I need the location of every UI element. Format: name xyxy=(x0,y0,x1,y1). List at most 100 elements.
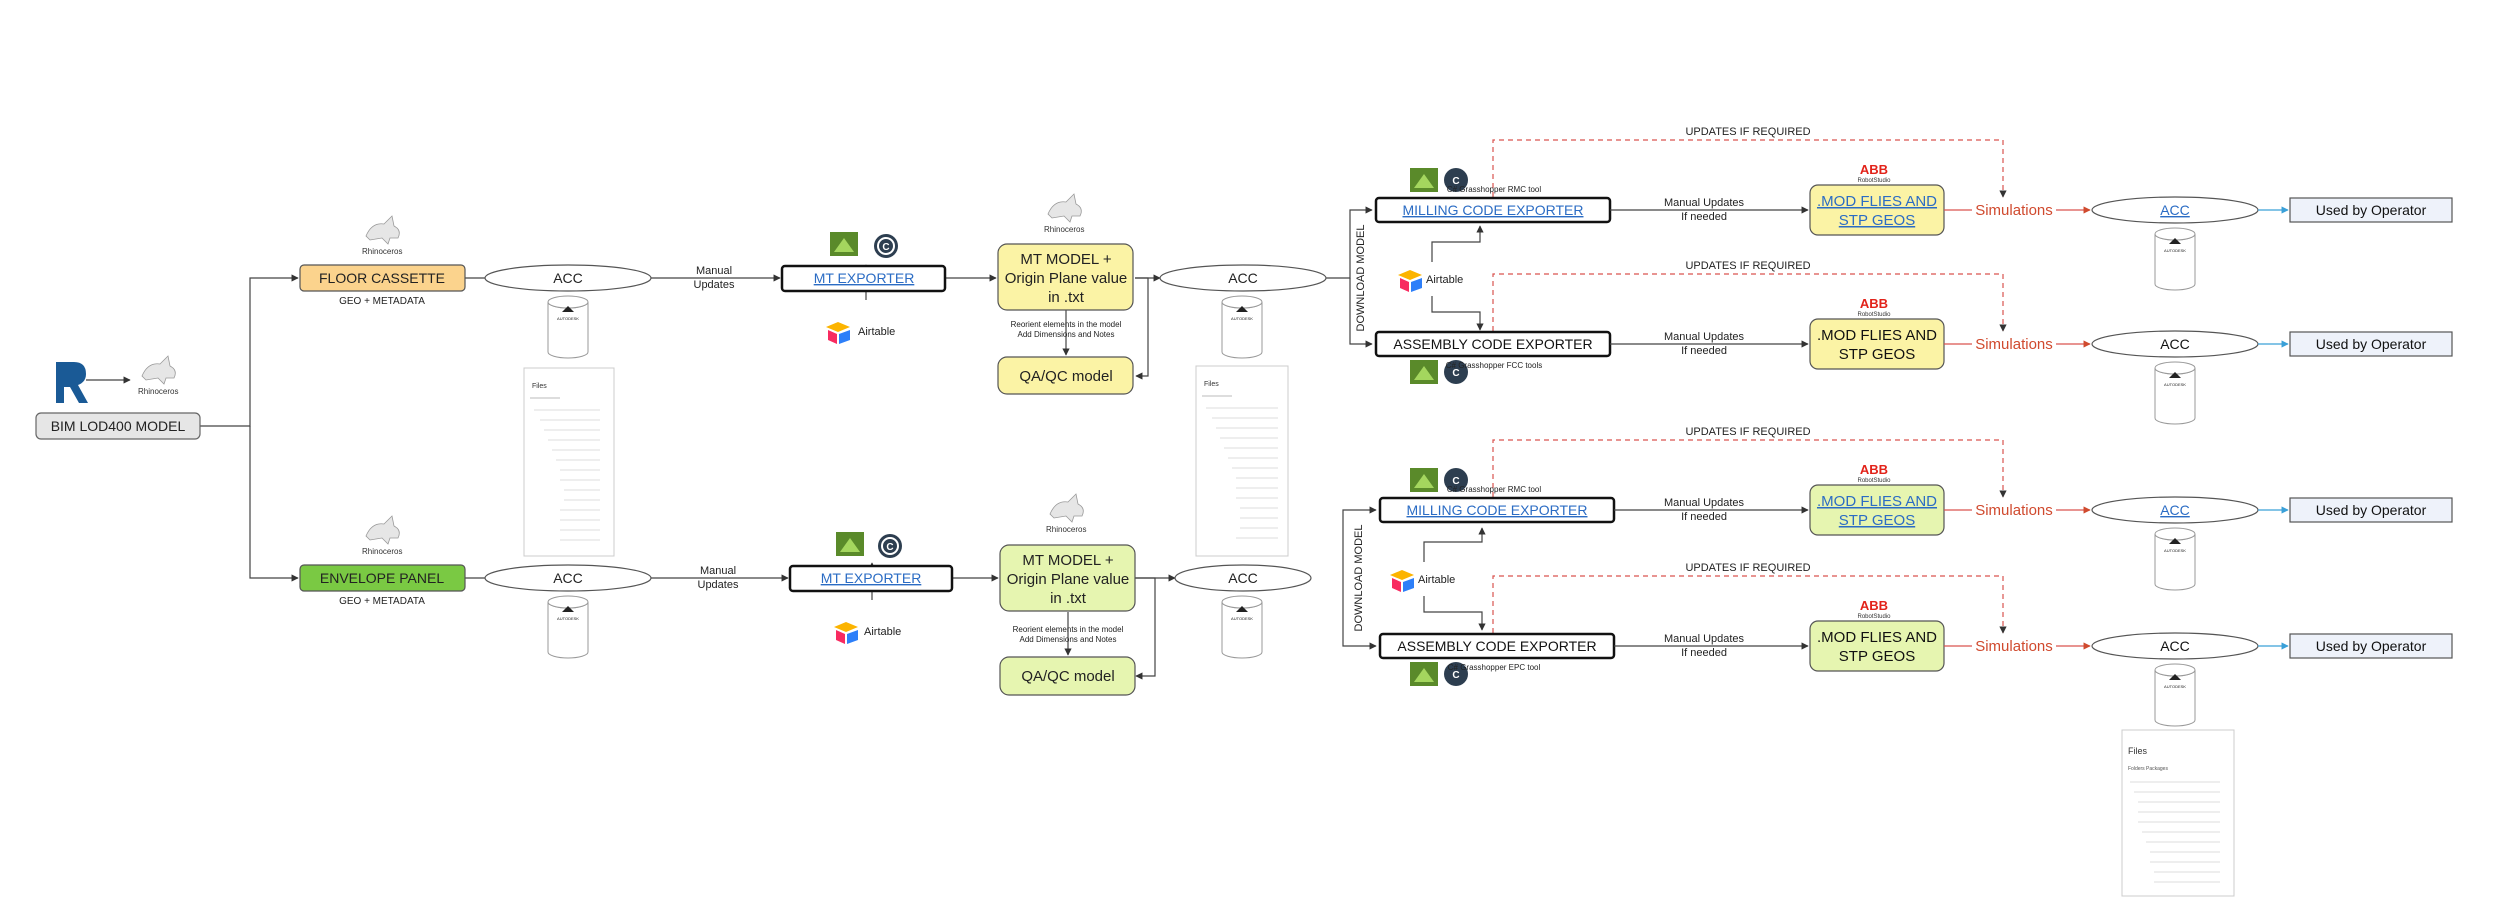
acc-label-top-2: ACC xyxy=(1228,270,1258,286)
envelope-panel-box[interactable] xyxy=(299,564,466,592)
row-3-mod-line1[interactable]: .MOD FLIES AND xyxy=(1817,493,1937,510)
row-1-csharp-icon-label: C xyxy=(1452,176,1459,187)
row-2-simulations-label: Simulations xyxy=(1975,336,2053,353)
svg-text:Rhinoceros: Rhinoceros xyxy=(362,547,402,556)
mt-exporter-box-bottom[interactable] xyxy=(788,564,954,593)
airtable-logo-top-rows: Airtable xyxy=(1398,270,1463,292)
bottom-branch: Rhinoceros ENVELOPE PANEL GEO + METADATA… xyxy=(299,493,1455,696)
acc-ellipse-top-2[interactable] xyxy=(1159,264,1327,292)
rhino-logo-label: Rhinoceros xyxy=(138,387,178,396)
mt-model-line2-top: Origin Plane value xyxy=(1005,270,1128,287)
top-branch: Rhinoceros FLOOR CASSETTE GEO + METADATA… xyxy=(299,193,1463,395)
manual-updates-top-1: Manual xyxy=(696,265,732,277)
grasshopper-icon-bottom-exporter xyxy=(836,532,864,556)
row-1-operator-box[interactable] xyxy=(2289,197,2453,223)
row-2-operator-box[interactable] xyxy=(2289,331,2453,357)
mt-model-line3-top: in .txt xyxy=(1048,289,1085,306)
autodesk-db-bottom-2: AUTODESK xyxy=(1221,595,1263,659)
row-3-operator-box[interactable] xyxy=(2289,497,2453,523)
row-1-acc-label[interactable]: ACC xyxy=(2160,202,2190,218)
acc-ellipse-bottom-2[interactable] xyxy=(1174,564,1312,592)
row-3-updates-label: UPDATES IF REQUIRED xyxy=(1685,426,1810,438)
qaqc-box-top[interactable] xyxy=(997,356,1134,395)
row-1-autodesk-logo xyxy=(2169,238,2181,244)
svg-text:Rhinoceros: Rhinoceros xyxy=(1044,225,1084,234)
download-model-top: DOWNLOAD MODEL xyxy=(1355,225,1367,332)
row-2-operator-label: Used by Operator xyxy=(2316,336,2427,352)
row-4-operator-box[interactable] xyxy=(2289,633,2453,659)
row-1-robotstudio-label: RobotStudio xyxy=(1857,178,1891,184)
svg-text:AUTODESK: AUTODESK xyxy=(1231,316,1253,321)
row-2-acc-label: ACC xyxy=(2160,336,2190,352)
row-3-mod-line2[interactable]: STP GEOS xyxy=(1839,512,1915,529)
row-3-exporter-label[interactable]: MILLING CODE EXPORTER xyxy=(1406,502,1587,518)
reorient-note-2-top: Add Dimensions and Notes xyxy=(1018,330,1115,339)
airtable-logo-bottom: Airtable xyxy=(834,622,901,644)
row-3-acc-label[interactable]: ACC xyxy=(2160,502,2190,518)
airtable-label-bottom-rows: Airtable xyxy=(1418,574,1455,586)
row-3-autodesk-logo xyxy=(2169,538,2181,544)
svg-text:C: C xyxy=(886,542,893,553)
acc-label-bottom-2: ACC xyxy=(1228,570,1258,586)
row-1-grasshopper-icon-shape xyxy=(1414,174,1434,188)
row-4-updates-loop xyxy=(1492,575,2007,634)
airtable-label-top-rows: Airtable xyxy=(1426,274,1463,286)
mt-model-box-bottom[interactable] xyxy=(999,544,1136,612)
row-1-operator-label: Used by Operator xyxy=(2316,202,2427,218)
row-1-mod-line1[interactable]: .MOD FLIES AND xyxy=(1817,193,1937,210)
revit-logo xyxy=(56,362,88,403)
mt-model-line1-top: MT MODEL + xyxy=(1020,251,1112,268)
row-3-updates-loop xyxy=(1492,439,2007,498)
row-4-exporter-label[interactable]: ASSEMBLY CODE EXPORTER xyxy=(1397,638,1596,654)
row-4-acc-label: ACC xyxy=(2160,638,2190,654)
svg-text:Files: Files xyxy=(1204,381,1219,388)
row-2-exporter-label[interactable]: ASSEMBLY CODE EXPORTER xyxy=(1393,336,1592,352)
acc-label-top-1: ACC xyxy=(553,270,583,286)
row-2-csharp-icon xyxy=(1444,360,1468,384)
row-4-autodesk-logo xyxy=(2169,674,2181,680)
row-2-if-needed: If needed xyxy=(1681,345,1727,357)
svg-text:Files: Files xyxy=(2128,746,2148,756)
row-2-updates-label: UPDATES IF REQUIRED xyxy=(1685,260,1810,272)
row-4-abb-logo: ABB xyxy=(1860,598,1888,613)
row-2-csharp-icon-label: C xyxy=(1452,368,1459,379)
row-3-grasshopper-icon-shape xyxy=(1414,474,1434,488)
row-1-tool-note: C# Grasshopper RMC tool xyxy=(1447,185,1541,194)
floor-cassette-sub: GEO + METADATA xyxy=(339,296,425,307)
manual-updates-top-2: Updates xyxy=(694,279,735,291)
airtable-logo-top: Airtable xyxy=(826,322,895,344)
row-4-mod-line1: .MOD FLIES AND xyxy=(1817,629,1937,646)
row-4-simulations-label: Simulations xyxy=(1975,638,2053,655)
svg-text:Files: Files xyxy=(532,383,547,390)
row-2-autodesk-label: AUTODESK xyxy=(2164,382,2186,387)
csharp-icon-top-exporter: C xyxy=(874,234,898,258)
row-1-exporter-label[interactable]: MILLING CODE EXPORTER xyxy=(1402,202,1583,218)
mt-exporter-link-top[interactable]: MT EXPORTER xyxy=(814,270,915,286)
svg-text:Rhinoceros: Rhinoceros xyxy=(1046,525,1086,534)
row-2-mod-line2: STP GEOS xyxy=(1839,346,1915,363)
row-2-robotstudio-label: RobotStudio xyxy=(1857,312,1891,318)
row-1-mod-line2[interactable]: STP GEOS xyxy=(1839,212,1915,229)
svg-text:AUTODESK: AUTODESK xyxy=(557,316,579,321)
row-4-csharp-icon-label: C xyxy=(1452,670,1459,681)
grasshopper-icon-top-exporter xyxy=(830,232,858,256)
row-4-operator-label: Used by Operator xyxy=(2316,638,2427,654)
acc-ellipse-bottom-1[interactable] xyxy=(484,564,652,592)
autodesk-db-top-1: AUTODESK xyxy=(547,295,589,359)
mt-model-box-top[interactable] xyxy=(997,243,1134,311)
row-2-tool-note: C# Grasshopper FCC tools xyxy=(1446,361,1542,370)
row-2-autodesk-logo xyxy=(2169,372,2181,378)
rhino-logo-source: Rhinoceros xyxy=(138,355,178,396)
row-4-tool-note: C# Grasshopper EPC tool xyxy=(1448,663,1541,672)
manual-updates-bottom-2: Updates xyxy=(698,579,739,591)
acc-ellipse-top-1[interactable] xyxy=(484,264,652,292)
mt-exporter-box-top[interactable] xyxy=(780,264,947,293)
mt-exporter-link-bottom[interactable]: MT EXPORTER xyxy=(821,570,922,586)
row-1-abb-logo: ABB xyxy=(1860,162,1888,177)
floor-cassette-box[interactable] xyxy=(299,264,466,292)
connectors xyxy=(86,206,1486,680)
qaqc-box-bottom[interactable] xyxy=(999,656,1136,696)
airtable-label-top: Airtable xyxy=(858,326,895,338)
rhino-logo-bottom-model: Rhinoceros xyxy=(1046,493,1086,534)
row-4-manual-updates: Manual Updates xyxy=(1664,633,1745,645)
